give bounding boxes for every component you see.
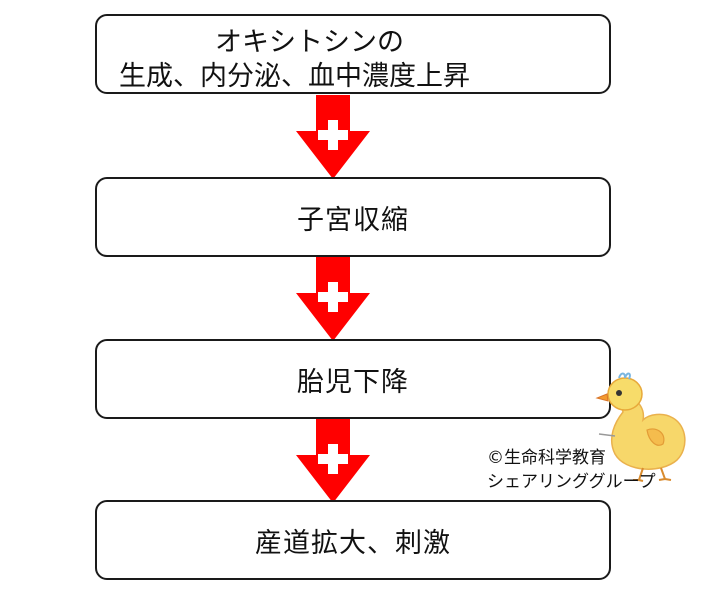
step-text: 胎児下降 — [297, 366, 409, 398]
plus-icon — [318, 444, 348, 474]
step-box-fetal-descent: 胎児下降 — [95, 339, 611, 419]
plus-arrow-2 — [296, 257, 370, 341]
step-box-birth-canal: 産道拡大、刺激 — [95, 500, 611, 580]
step-text-line2: 生成、内分泌、血中濃度上昇 — [119, 61, 470, 92]
plus-icon — [318, 282, 348, 312]
credit-line-1: ©生命科学教育 — [487, 448, 606, 468]
plus-arrow-3 — [296, 419, 370, 503]
step-text: 子宮収縮 — [297, 204, 409, 236]
chick-illustration-icon — [595, 372, 686, 482]
copyright-credit: ©生命科学教育 シェアリンググループ — [487, 446, 656, 494]
step-text: 産道拡大、刺激 — [255, 527, 451, 559]
step-box-uterine-contraction: 子宮収縮 — [95, 177, 611, 257]
step-text-line1: オキシトシンの — [215, 27, 404, 58]
step-box-oxytocin: オキシトシンの 生成、内分泌、血中濃度上昇 — [95, 14, 611, 94]
plus-icon — [318, 120, 348, 150]
credit-line-2: シェアリンググループ — [487, 472, 656, 492]
plus-arrow-1 — [296, 95, 370, 179]
